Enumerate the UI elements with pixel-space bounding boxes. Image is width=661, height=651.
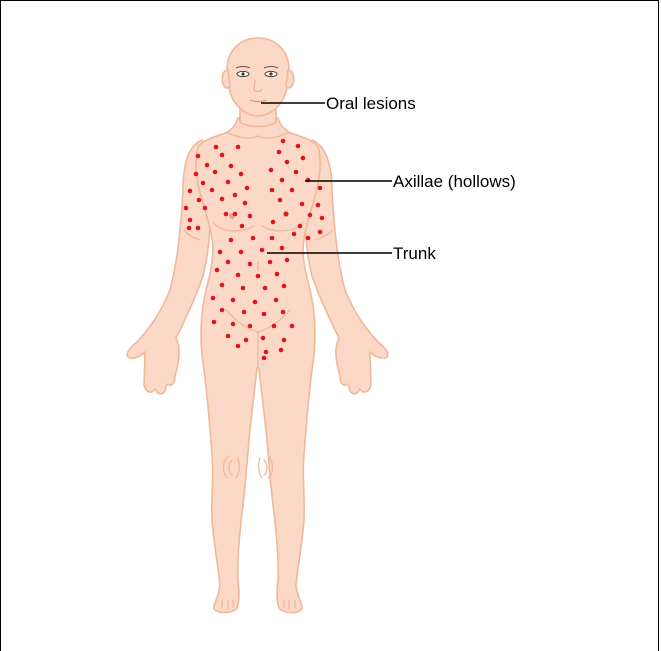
lesion-dot <box>300 202 305 207</box>
lesion-dot <box>280 178 285 183</box>
lesion-dot <box>248 214 253 219</box>
lesion-dot <box>270 188 275 193</box>
lesion-dot <box>229 164 234 169</box>
lesion-dot <box>281 310 286 315</box>
lesion-dot <box>282 284 287 289</box>
lesion-dot <box>188 189 193 194</box>
lesion-dot <box>272 324 277 329</box>
lesion-dot <box>264 350 269 355</box>
lesion-dot <box>290 324 295 329</box>
lesion-dot <box>226 260 231 265</box>
lesion-dot <box>248 262 253 267</box>
lesion-dot <box>226 334 231 339</box>
lesion-dot <box>212 320 217 325</box>
lesion-dot <box>262 356 267 361</box>
lesion-dot <box>301 156 306 161</box>
lesion-dot <box>229 238 234 243</box>
lesion-dot <box>220 283 225 288</box>
lesion-dot <box>196 154 201 159</box>
lesion-dot <box>320 216 325 221</box>
lesion-dot <box>184 206 189 211</box>
lesion-dot <box>197 198 202 203</box>
lesion-dot <box>268 260 273 265</box>
lesion-dot <box>215 268 220 273</box>
lesion-dot <box>256 274 261 279</box>
lesion-dot <box>270 236 275 241</box>
lesion-dot <box>218 250 223 255</box>
lesion-dot <box>236 344 241 349</box>
right-ear <box>222 70 230 88</box>
label-oral-lesions: Oral lesions <box>326 94 416 113</box>
lesion-dot <box>201 181 206 186</box>
lesion-dot <box>213 170 218 175</box>
lesion-dot <box>226 180 231 185</box>
lesion-dot <box>214 145 219 150</box>
lesion-dot <box>244 338 249 343</box>
lesion-dot <box>261 336 266 341</box>
lesion-dot <box>274 298 279 303</box>
lesion-dot <box>271 220 276 225</box>
lesion-dot <box>236 273 241 278</box>
lesion-dot <box>285 160 290 165</box>
lesion-dot <box>285 258 290 263</box>
lesion-dot <box>262 312 267 317</box>
lesion-dot <box>294 170 299 175</box>
lesion-dot <box>251 236 256 241</box>
lesion-dot <box>194 172 199 177</box>
left-ear <box>286 70 294 88</box>
lesion-dot <box>275 272 280 277</box>
lesion-dot <box>210 188 215 193</box>
lesion-dot <box>220 308 225 313</box>
lesion-dot <box>196 226 201 231</box>
body-figure <box>127 38 388 613</box>
lesion-dot <box>205 163 210 168</box>
label-trunk: Trunk <box>393 244 436 263</box>
lesion-dot <box>269 168 274 173</box>
lesion-dot <box>236 145 241 150</box>
head <box>227 38 289 116</box>
lesion-dot <box>239 172 244 177</box>
lesion-dot <box>290 188 295 193</box>
lesion-dot <box>318 230 323 235</box>
lesion-dot <box>231 298 236 303</box>
lesion-dot <box>241 286 246 291</box>
lesion-dot <box>318 186 323 191</box>
lesion-dot <box>220 153 225 158</box>
lesion-dot <box>284 212 289 217</box>
lesion-dot <box>240 224 245 229</box>
lesion-dot <box>308 213 313 218</box>
lesion-dot <box>248 324 253 329</box>
lesion-dot <box>280 246 285 251</box>
lesion-dot <box>233 193 238 198</box>
lesion-dot <box>187 226 192 231</box>
lesion-dot <box>279 348 284 353</box>
lesion-dot <box>282 338 287 343</box>
lesion-dot <box>253 300 258 305</box>
lesion-dot <box>203 206 208 211</box>
lesion-dot <box>224 212 229 217</box>
label-axillae: Axillae (hollows) <box>393 172 516 191</box>
lesion-dot <box>260 248 265 253</box>
lesion-dot <box>306 236 311 241</box>
lesion-dot <box>243 201 248 206</box>
lesion-dot <box>242 310 247 315</box>
lesion-dot <box>278 198 283 203</box>
lesion-dot <box>233 212 238 217</box>
lesion-dot <box>239 250 244 255</box>
lesion-dot <box>220 197 225 202</box>
lesion-dot <box>296 144 301 149</box>
lesion-dot <box>231 322 236 327</box>
lesion-dot <box>298 224 303 229</box>
lesion-dot <box>245 186 250 191</box>
lesion-dot <box>188 218 193 223</box>
lesion-dot <box>292 232 297 237</box>
lesion-dot <box>316 203 321 208</box>
lesion-dot <box>211 296 216 301</box>
lesion-dot <box>277 150 282 155</box>
lesion-dot <box>281 139 286 144</box>
lesion-dot <box>263 286 268 291</box>
